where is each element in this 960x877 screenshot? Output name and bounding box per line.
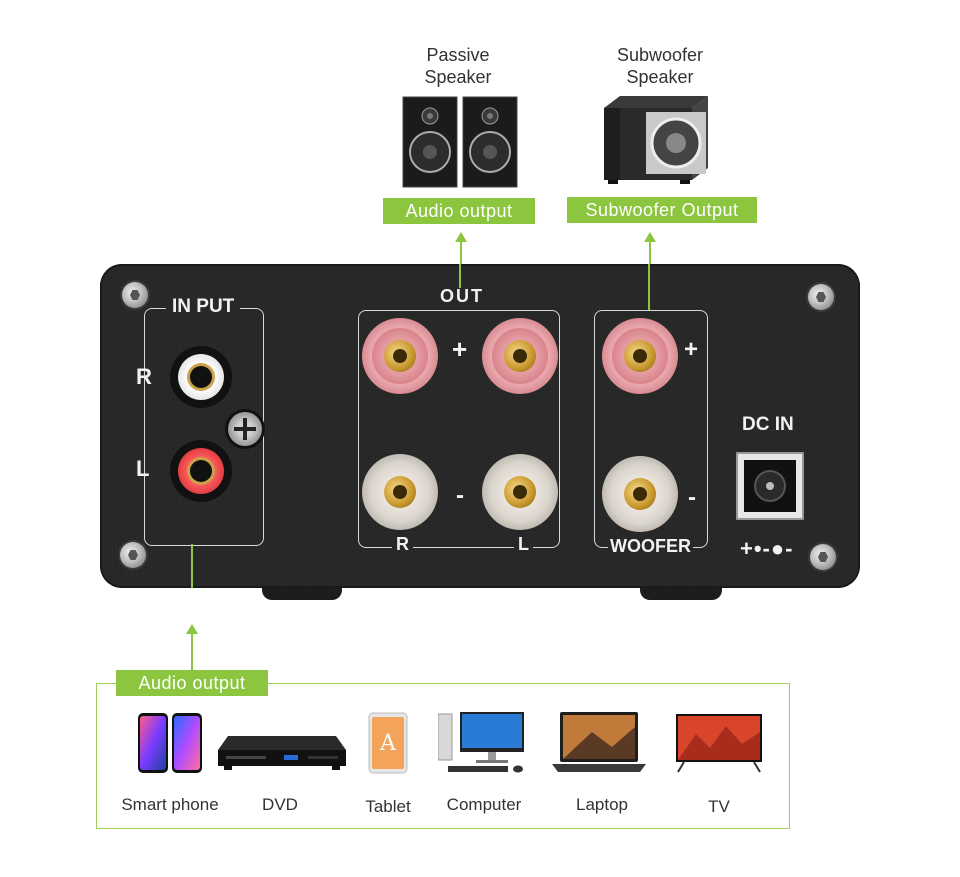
dc-power-jack[interactable]: [736, 452, 804, 520]
dc-polarity-symbol: +•-●-: [740, 536, 794, 561]
passive-speaker-icon: [402, 96, 518, 188]
screw-bottom-left: [120, 542, 146, 568]
input-r-label: R: [136, 364, 152, 389]
input-section-title: IN PUT: [166, 296, 241, 318]
out-plus-symbol: +: [452, 334, 468, 364]
woofer-connector-stub: [648, 264, 650, 310]
rca-input-right-jack[interactable]: [170, 346, 232, 408]
woofer-plus-symbol: +: [684, 336, 699, 364]
out-section-outline: [358, 310, 560, 548]
tablet-icon: A: [368, 712, 408, 774]
computer-icon: [438, 712, 524, 773]
device-label-computer: Computer: [446, 795, 522, 814]
dvd-player-icon: [218, 736, 346, 770]
source-arrowhead: [186, 624, 198, 634]
amplifier-rear-panel: IN PUT R L OUT + - R L + - WOOFER DC: [100, 264, 860, 588]
input-connector-stub: [191, 544, 193, 588]
amp-right-foot: [640, 586, 722, 600]
passive-audio-output-label: Audio output: [383, 198, 535, 224]
out-l-negative-binding-post[interactable]: [482, 454, 558, 530]
out-minus-symbol: -: [456, 482, 464, 509]
source-devices-box: [96, 683, 790, 829]
screw-top-left: [122, 282, 148, 308]
woofer-label: WOOFER: [608, 536, 693, 557]
rca-input-left-jack[interactable]: [170, 440, 232, 502]
out-l-label: L: [514, 534, 533, 555]
out-r-negative-binding-post[interactable]: [362, 454, 438, 530]
device-label-tv: TV: [708, 797, 730, 816]
laptop-icon: [552, 712, 646, 772]
out-section-title: OUT: [434, 286, 490, 307]
out-l-positive-binding-post[interactable]: [482, 318, 558, 394]
svg-text:A: A: [379, 731, 397, 756]
subwoofer-output-arrowhead: [644, 232, 656, 242]
source-connector: [191, 632, 193, 672]
woofer-positive-binding-post[interactable]: [602, 318, 678, 394]
source-audio-output-label: Audio output: [116, 670, 268, 696]
out-connector-stub: [459, 264, 461, 288]
smartphone-icon: [138, 713, 202, 773]
input-l-label: L: [136, 456, 150, 481]
amp-left-foot: [262, 586, 342, 600]
device-label-smart-phone: Smart phone: [121, 795, 219, 814]
out-r-positive-binding-post[interactable]: [362, 318, 438, 394]
woofer-negative-binding-post[interactable]: [602, 456, 678, 532]
woofer-minus-symbol: -: [688, 484, 696, 512]
device-label-laptop: Laptop: [576, 795, 628, 814]
ground-screw: [228, 412, 262, 446]
dc-in-label: DC IN: [742, 414, 794, 435]
device-label-tablet: Tablet: [365, 797, 411, 816]
screw-bottom-right: [810, 544, 836, 570]
subwoofer-output-label: Subwoofer Output: [567, 197, 757, 223]
passive-output-arrowhead: [455, 232, 467, 242]
out-r-label: R: [392, 534, 413, 555]
tv-icon: [676, 714, 762, 773]
device-label-dvd: DVD: [262, 795, 298, 814]
subwoofer-speaker-icon: [604, 96, 708, 184]
screw-top-right: [808, 284, 834, 310]
